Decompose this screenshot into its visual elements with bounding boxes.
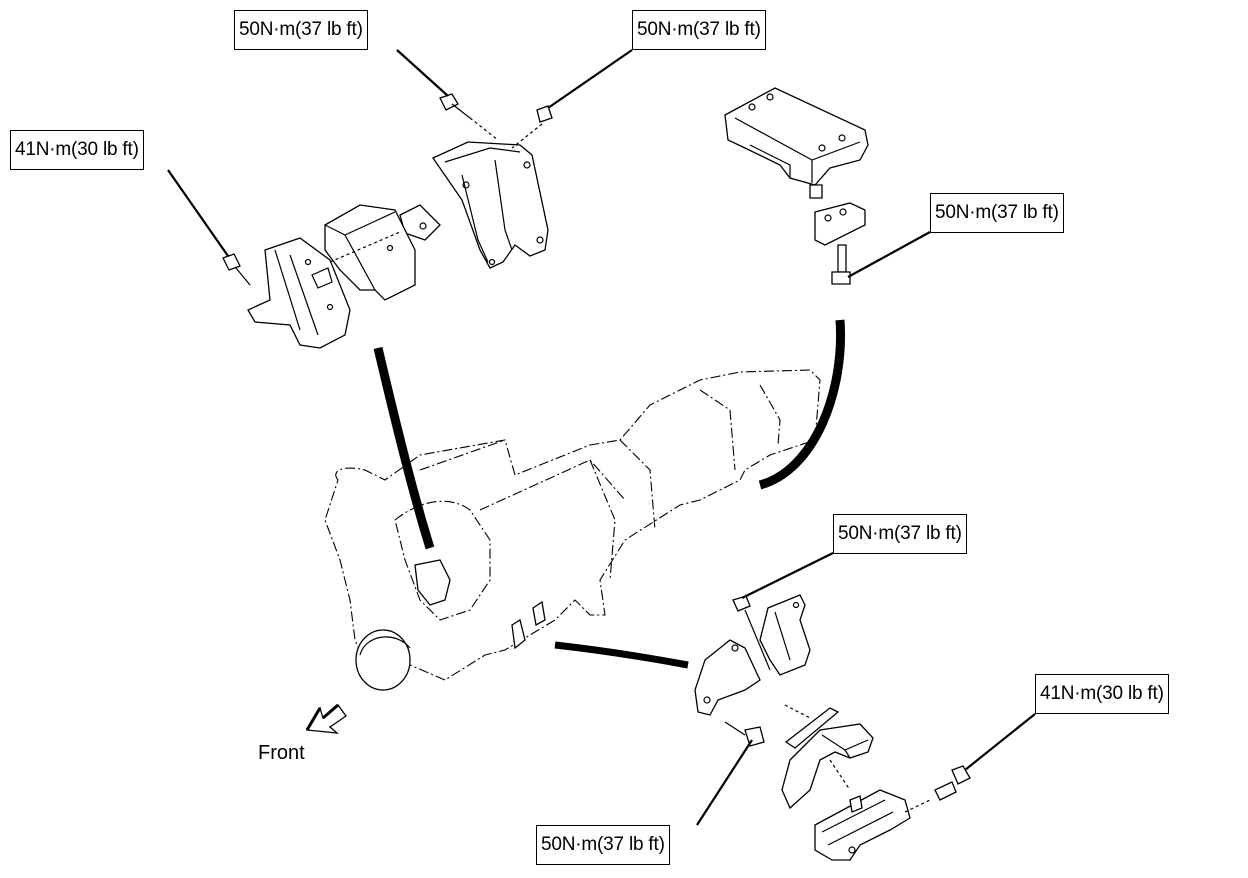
engine-transmission-body <box>324 369 821 691</box>
torque-callout-right-mount-nut: 50N·m(37 lb ft) <box>833 514 967 554</box>
torque-callout-left-mount-nut: 41N·m(30 lb ft) <box>10 130 144 170</box>
torque-callout-right-mount-lower-bolt: 41N·m(30 lb ft) <box>1035 674 1169 714</box>
torque-callout-top-right-nut: 50N·m(37 lb ft) <box>632 10 766 50</box>
nut-icon <box>222 253 241 271</box>
front-direction-label: Front <box>258 742 305 764</box>
right-engine-mount-assembly <box>694 594 971 861</box>
torque-callout-transmission-mount-bolt: 50N·m(37 lb ft) <box>930 193 1064 233</box>
transmission-mount-assembly <box>724 87 869 285</box>
torque-callout-top-left-bolt: 50N·m(37 lb ft) <box>234 10 368 50</box>
left-engine-mount-assembly <box>222 93 553 349</box>
bolt-icon <box>831 271 851 285</box>
callout-leaders <box>167 49 1036 826</box>
pulley-icon <box>355 629 411 691</box>
nut-icon <box>536 105 553 123</box>
bolt-icon <box>439 93 459 111</box>
torque-callout-right-mount-bracket-bolt: 50N·m(37 lb ft) <box>536 825 670 865</box>
nut-icon <box>732 595 751 612</box>
bolt-icon <box>744 726 765 747</box>
front-arrow-icon <box>305 703 347 734</box>
assembly-arrows <box>373 319 846 669</box>
